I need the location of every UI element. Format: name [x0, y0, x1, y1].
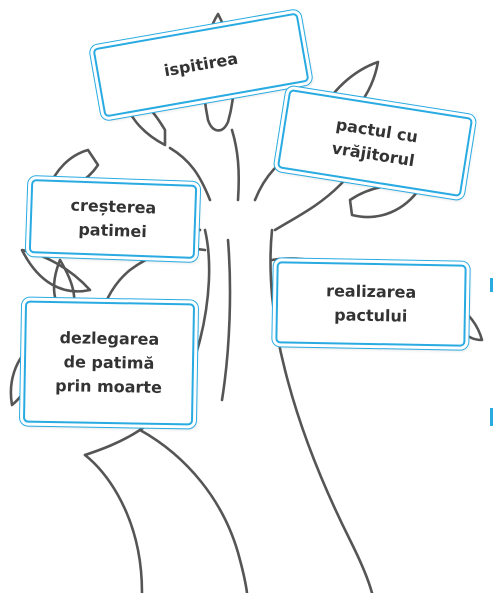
branch-top: [232, 130, 239, 200]
stage-label: realizarea pactului: [326, 279, 417, 329]
stage-card-cresterea: creșterea patimei: [29, 179, 197, 259]
stage-label: dezlegarea de patimă prin moarte: [55, 326, 163, 400]
trunk-base-left: [140, 430, 247, 593]
trunk-base-left-2: [85, 455, 142, 593]
leaf-right-mid: [350, 185, 420, 217]
trunk-inner: [222, 240, 230, 400]
stage-label: creșterea patimei: [69, 194, 156, 245]
stage-label: ispitirea: [162, 47, 240, 84]
stage-card-realizarea: realizarea pactului: [275, 261, 466, 346]
stage-label: pactul cu vrăjitorul: [330, 113, 420, 173]
stage-card-dezlegarea: dezlegarea de patimă prin moarte: [23, 301, 195, 426]
